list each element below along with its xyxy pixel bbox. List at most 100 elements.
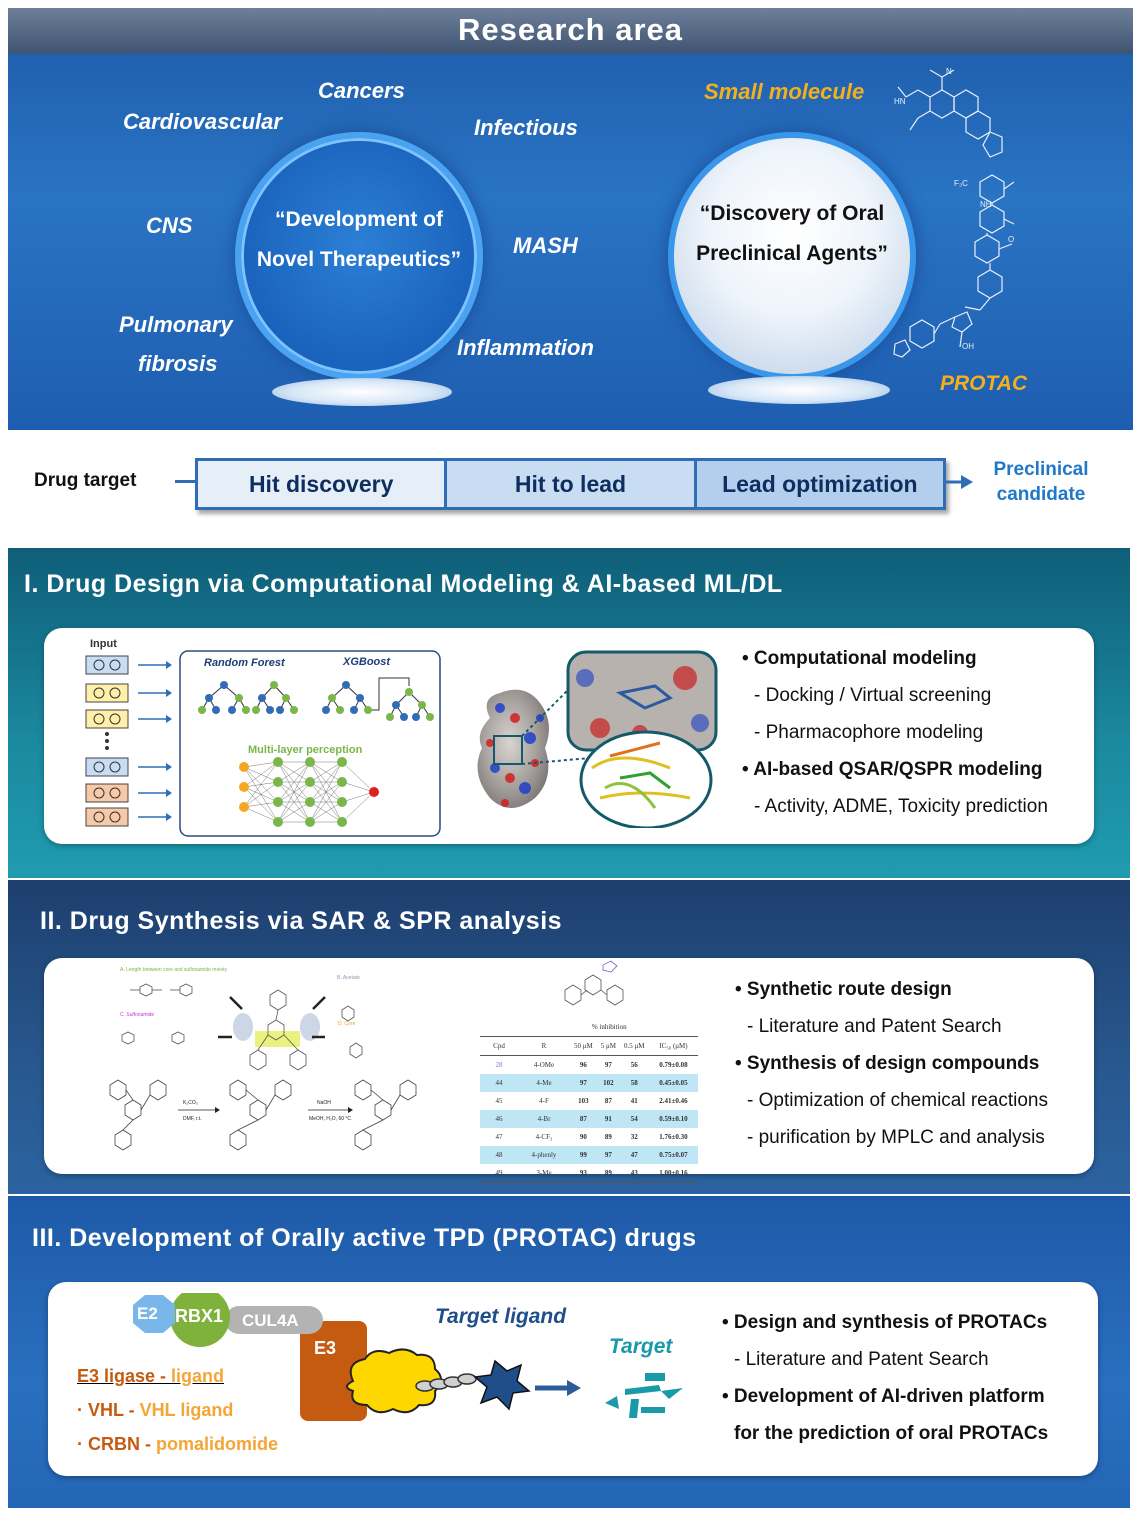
cell: 2.41±0.46 xyxy=(659,1097,688,1105)
right-pedestal xyxy=(708,376,890,404)
cell: 0.59±0.10 xyxy=(659,1115,688,1123)
section1-title: I. Drug Design via Computational Modelin… xyxy=(24,570,783,598)
e3-legend-crbn: · CRBN - pomalidomide xyxy=(77,1427,278,1461)
cell: 4-Me xyxy=(536,1079,552,1087)
preclinical-line2: Preclinical Agents” xyxy=(696,242,888,265)
crbn-text: · CRBN - xyxy=(77,1434,156,1454)
stage-hit-to-lead: Hit to lead xyxy=(447,461,697,507)
research-area-title: Research area xyxy=(458,12,683,47)
cell: 43 xyxy=(630,1169,638,1177)
reagent-naoh: NaOH xyxy=(317,1100,331,1106)
preclinical-circle xyxy=(668,132,916,380)
sar-label-b: B. Acetate xyxy=(337,975,360,981)
cell: 47 xyxy=(630,1151,638,1159)
cell: 46 xyxy=(495,1115,503,1123)
cell: 4-F xyxy=(539,1097,549,1105)
cell: 32 xyxy=(630,1133,638,1141)
cell: 1.00±0.16 xyxy=(659,1169,688,1177)
ml-models-diagram xyxy=(85,650,441,837)
therapeutics-circle xyxy=(235,132,483,380)
rbx1-label: RBX1 xyxy=(175,1306,224,1326)
bullet-oral-protacs: for the prediction of oral PROTACs xyxy=(734,1423,1049,1444)
pipeline-connector xyxy=(175,480,197,483)
cell: 4-CF₃ xyxy=(535,1133,553,1141)
section2-bullets: • Synthetic route design - Literature an… xyxy=(735,971,1048,1156)
reagent-dmf: DMF, r.t. xyxy=(183,1116,202,1122)
reagent-meoh: MeOH, H₂O, 60 °C xyxy=(309,1116,352,1122)
therapeutics-line1: “Development of xyxy=(274,208,444,231)
preclinical-line1: “Discovery of Oral xyxy=(699,202,885,225)
sar-label-d: D. Core xyxy=(338,1021,356,1027)
target-label: Target xyxy=(609,1335,673,1358)
cell: 102 xyxy=(603,1079,614,1087)
cell: 3-Me xyxy=(536,1169,552,1177)
research-area-panel xyxy=(8,8,1133,430)
e3-label: E3 xyxy=(314,1338,337,1358)
xgboost-label: XGBoost xyxy=(343,656,391,668)
vhl-text: · VHL - xyxy=(77,1400,140,1420)
section3-bullets: • Design and synthesis of PROTACs - Lite… xyxy=(722,1304,1048,1452)
bullet-literature-patent: - Literature and Patent Search xyxy=(734,1349,989,1370)
cell: 4-phenly xyxy=(531,1151,557,1159)
cell: 44 xyxy=(495,1079,503,1087)
oh-label: OH xyxy=(962,342,974,351)
pipeline-bar: Hit discovery Hit to lead Lead optimizat… xyxy=(195,458,946,510)
hn-label: HN xyxy=(894,97,906,106)
section3-title: III. Development of Orally active TPD (P… xyxy=(32,1224,697,1252)
cell: 89 xyxy=(604,1169,612,1177)
section2-title: II. Drug Synthesis via SAR & SPR analysi… xyxy=(40,907,563,935)
bullet-docking: - Docking / Virtual screening xyxy=(754,685,992,706)
bullet-adme: - Activity, ADME, Toxicity prediction xyxy=(754,796,1048,817)
cell: 0.79±0.08 xyxy=(659,1061,688,1069)
e3-legend-title: E3 ligase - ligand xyxy=(77,1359,278,1393)
cell: 1.76±0.30 xyxy=(659,1133,688,1141)
preclinical-line: Preclinical xyxy=(993,459,1089,480)
chemical-structures-icon: F₃C OH HN NH N O xyxy=(893,67,1015,358)
cell: 89 xyxy=(604,1133,612,1141)
bullet-optimization: - Optimization of chemical reactions xyxy=(747,1090,1048,1111)
sar-data-table: % inhibition Cpd R 50 μM 5 μM 0.5 μM IC₅… xyxy=(480,1018,699,1183)
cell: 54 xyxy=(630,1115,638,1123)
cell: 47 xyxy=(495,1133,503,1141)
disease-fibrosis: fibrosis xyxy=(138,351,218,376)
cell: 4-OMe xyxy=(533,1061,555,1069)
e2-label: E2 xyxy=(137,1304,158,1323)
input-label: Input xyxy=(90,638,117,650)
stage-lead-optimization: Lead optimization xyxy=(696,461,943,507)
cell: 4-Br xyxy=(537,1115,551,1123)
cell: 41 xyxy=(630,1097,638,1105)
random-forest-label: Random Forest xyxy=(204,657,285,669)
protein-docking-image xyxy=(477,650,718,828)
bullet-synthesis-design: • Synthesis of design compounds xyxy=(735,1053,1040,1074)
section2-panel xyxy=(44,958,1094,1174)
disease-cancers: Cancers xyxy=(318,78,405,103)
col-ic50: IC₅₀ (μM) xyxy=(659,1042,688,1050)
cell: 99 xyxy=(579,1151,587,1159)
nh-label: NH xyxy=(980,200,992,209)
disease-pulmonary: Pulmonary xyxy=(119,312,233,337)
reagent-k2co3: K₂CO₃ xyxy=(183,1100,198,1106)
protac-mechanism-diagram xyxy=(133,1293,683,1421)
disease-mash: MASH xyxy=(513,233,578,258)
therapeutics-line2: Novel Therapeutics” xyxy=(256,248,462,271)
bullet-purification: - purification by MPLC and analysis xyxy=(747,1127,1045,1148)
section1-bullets: • Computational modeling - Docking / Vir… xyxy=(742,640,1048,825)
left-pedestal xyxy=(272,378,452,406)
disease-infectious: Infectious xyxy=(474,115,578,140)
sar-label-c: C. Sulfonamide xyxy=(120,1012,155,1018)
cell: 87 xyxy=(579,1115,587,1123)
therapeutics-circle-text: “Development of Novel Therapeutics” xyxy=(241,200,477,280)
bullet-computational-modeling: • Computational modeling xyxy=(742,648,977,669)
e3-ligase-legend: E3 ligase - ligand · VHL - VHL ligand · … xyxy=(77,1359,278,1461)
cell: 103 xyxy=(578,1097,589,1105)
protac-label: PROTAC xyxy=(940,372,1028,395)
col-5um: 5 μM xyxy=(600,1042,616,1050)
stage-hit-discovery: Hit discovery xyxy=(198,461,448,507)
bullet-ai-qsar: • AI-based QSAR/QSPR modeling xyxy=(742,759,1043,780)
cell: 87 xyxy=(604,1097,612,1105)
pipeline-arrow-icon xyxy=(943,475,973,489)
